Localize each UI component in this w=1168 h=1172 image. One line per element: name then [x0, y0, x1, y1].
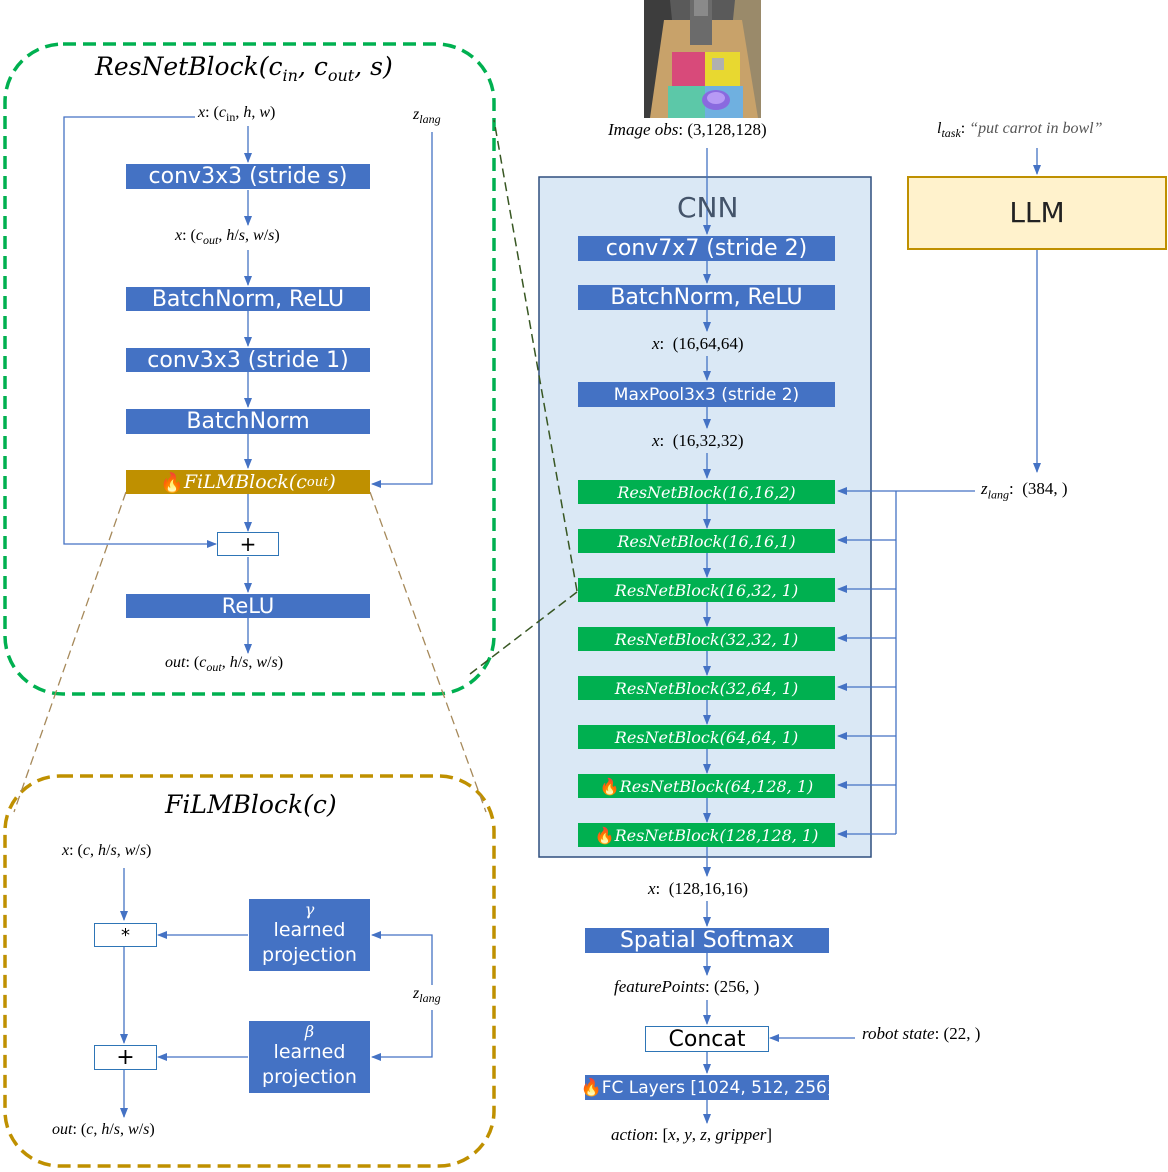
- relu-block: ReLU: [126, 594, 370, 618]
- flame-icon: 🔥: [594, 825, 615, 845]
- image-observation: [644, 0, 761, 118]
- conv3x3-stride-s: conv3x3 (stride s): [126, 164, 370, 189]
- film-add: +: [94, 1045, 157, 1070]
- resnet-input-label: x: (cin, h, w): [198, 104, 276, 125]
- image-obs-label: Image obs: (3,128,128): [608, 120, 767, 139]
- flame-icon: 🔥: [160, 471, 184, 494]
- resnet-block-1: ResNetBlock(16,16,2): [578, 480, 835, 504]
- resnet-z-label: zlang: [413, 106, 441, 127]
- resnet-block-4: ResNetBlock(32,32, 1): [578, 627, 835, 651]
- resnet-block-5: ResNetBlock(32,64, 1): [578, 676, 835, 700]
- conv7x7-block: conv7x7 (stride 2): [578, 236, 835, 261]
- resnet-detail-border: [3, 42, 496, 696]
- film-multiply: *: [94, 923, 157, 947]
- film-output-label: out: (c, h/s, w/s): [52, 1121, 155, 1138]
- film-detail-border: [3, 774, 496, 1168]
- spatial-softmax-block: Spatial Softmax: [585, 928, 829, 953]
- gamma-projection: γ learned projection: [249, 899, 370, 971]
- x2-label: x: (16,32,32): [652, 431, 744, 450]
- resnet-detail-title: ResNetBlock(cin, cout, s): [95, 52, 393, 85]
- concat-block: Concat: [645, 1026, 769, 1052]
- robot-state-label: robot state: (22, ): [862, 1024, 981, 1043]
- cnn-container: [538, 176, 872, 858]
- resnet-block-3: ResNetBlock(16,32, 1): [578, 578, 835, 602]
- fc-layers-block: 🔥FC Layers [1024, 512, 256]: [581, 1075, 833, 1100]
- beta-projection: β learned projection: [249, 1021, 370, 1093]
- x3-label: x: (128,16,16): [648, 879, 749, 898]
- resnet-block-7: 🔥ResNetBlock(64,128, 1): [578, 774, 835, 798]
- llm-box-bg: [907, 176, 1167, 250]
- action-label: action: [x, y, z, gripper]: [611, 1125, 773, 1144]
- residual-add: +: [217, 532, 279, 556]
- resnet-output-label: out: (cout, h/s, w/s): [165, 654, 284, 675]
- batchnorm-block: BatchNorm: [126, 409, 370, 434]
- llm-z-label: zlang: (384, ): [981, 479, 1068, 502]
- task-label: ltask: “put carrot in bowl”: [937, 120, 1103, 141]
- conv3x3-stride-1: conv3x3 (stride 1): [126, 348, 370, 373]
- resnet-block-8: 🔥ResNetBlock(128,128, 1): [578, 823, 835, 847]
- resnet-mid-label: x: (cout, h/s, w/s): [175, 227, 280, 248]
- flame-icon: 🔥: [599, 776, 620, 796]
- film-z-label: zlang: [413, 985, 441, 1006]
- maxpool-block: MaxPool3x3 (stride 2): [578, 382, 835, 407]
- flame-icon: 🔥: [580, 1077, 602, 1098]
- batchnorm-relu-main: BatchNorm, ReLU: [578, 285, 835, 310]
- batchnorm-relu-block: BatchNorm, ReLU: [126, 287, 370, 312]
- resnet-block-6: ResNetBlock(64,64, 1): [578, 725, 835, 749]
- llm-box: LLM: [1009, 196, 1065, 229]
- film-input-label: x: (c, h/s, w/s): [62, 842, 152, 859]
- film-detail-title: FiLMBlock(c): [165, 790, 337, 819]
- cnn-title: CNN: [677, 191, 739, 224]
- feature-points-label: featurePoints: (256, ): [614, 977, 760, 996]
- resnet-block-2: ResNetBlock(16,16,1): [578, 529, 835, 553]
- x1-label: x: (16,64,64): [652, 334, 744, 353]
